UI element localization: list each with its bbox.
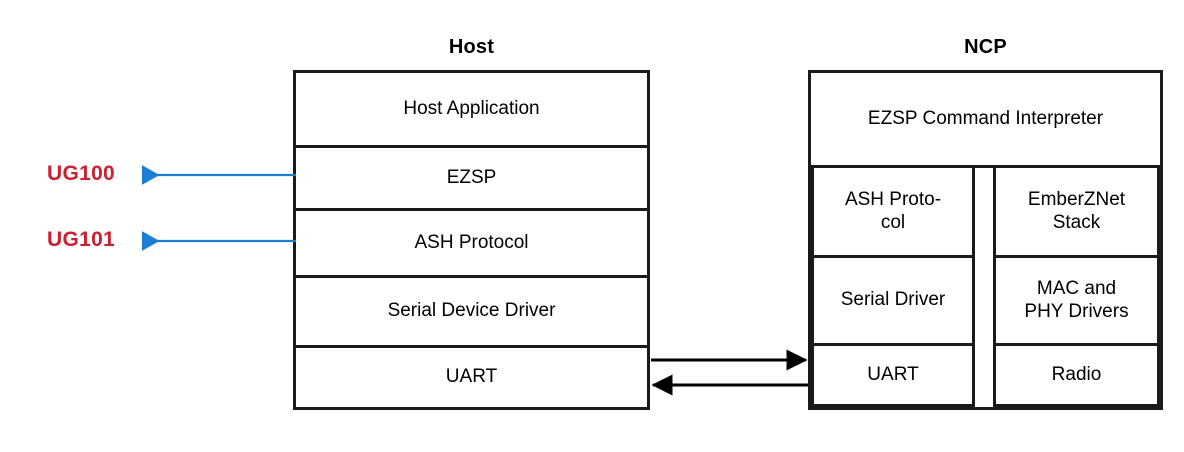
ncp-left-layer-ash-protocol: ASH Proto-col <box>814 168 972 255</box>
ncp-left-layer-serial-driver: Serial Driver <box>814 258 972 343</box>
host-divider-3 <box>296 275 647 278</box>
host-panel-title: Host <box>448 36 495 58</box>
ncp-divider-top <box>811 165 1160 168</box>
ncp-layer-label: UART <box>867 363 919 385</box>
host-divider-2 <box>296 208 647 211</box>
host-layer-serial-device-driver: Serial Device Driver <box>296 278 647 345</box>
host-layer-label: Serial Device Driver <box>387 300 556 322</box>
host-layer-ezsp: EZSP <box>296 148 647 208</box>
ncp-stack-box: EZSP Command Interpreter ASH Proto-col S… <box>808 70 1163 410</box>
host-divider-4 <box>296 345 647 348</box>
ncp-panel-title: NCP <box>964 36 1007 58</box>
ncp-left-divider-2 <box>814 343 972 346</box>
ncp-left-column: ASH Proto-col Serial Driver UART <box>811 165 975 407</box>
host-layer-label: EZSP <box>446 166 497 188</box>
ncp-left-layer-uart: UART <box>814 346 972 404</box>
callout-label-ug101: UG101 <box>47 228 116 251</box>
ncp-layer-label: ASH Proto-col <box>844 189 942 233</box>
ncp-layer-label: EZSP Command Interpreter <box>867 107 1104 129</box>
host-layer-label: Host Application <box>403 97 540 119</box>
host-layer-ash-protocol: ASH Protocol <box>296 211 647 275</box>
host-layer-label: UART <box>445 366 498 388</box>
ncp-right-divider-2 <box>996 343 1157 346</box>
ncp-layer-ezsp-command-interpreter: EZSP Command Interpreter <box>811 73 1160 165</box>
ncp-left-divider-1 <box>814 255 972 258</box>
ncp-right-divider-1 <box>996 255 1157 258</box>
host-layer-host-application: Host Application <box>296 73 647 145</box>
ncp-right-layer-radio: Radio <box>996 346 1157 404</box>
host-stack-box: Host Application EZSP ASH Protocol Seria… <box>293 70 650 410</box>
callout-label-ug100: UG100 <box>47 162 116 185</box>
host-layer-label: ASH Protocol <box>414 231 529 253</box>
host-layer-uart: UART <box>296 348 647 407</box>
ncp-layer-label: Serial Driver <box>840 289 946 311</box>
ncp-layer-label: Radio <box>1051 363 1102 385</box>
host-divider-1 <box>296 145 647 148</box>
